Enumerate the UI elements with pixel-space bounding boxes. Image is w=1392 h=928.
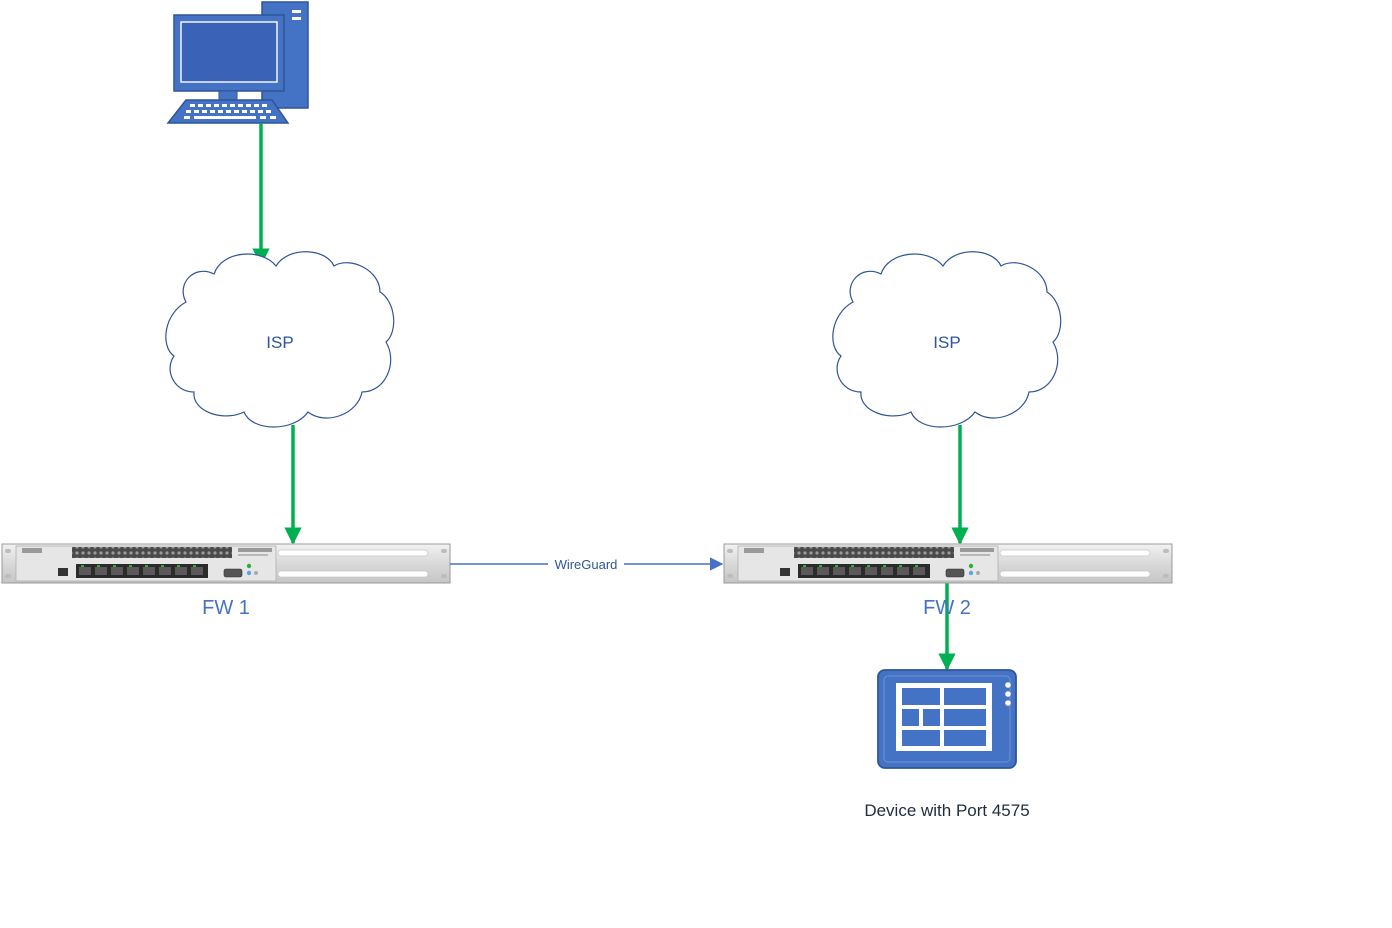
wireguard-link: WireGuard (450, 557, 724, 572)
cloud-icon (165, 251, 395, 428)
device-label: Device with Port 4575 (864, 801, 1029, 820)
isp-label-right: ISP (933, 333, 960, 352)
fw1-router (1, 543, 451, 584)
isp-label-left: ISP (266, 333, 293, 352)
tablet-panel-icon (877, 669, 1017, 769)
desktop-computer-icon (166, 1, 309, 124)
cloud-icon (832, 251, 1062, 428)
fw2-router (723, 543, 1173, 584)
fw1-label: FW 1 (202, 597, 250, 619)
isp-cloud-left: ISP (165, 251, 395, 428)
wireguard-label: WireGuard (555, 557, 618, 572)
isp-cloud-right: ISP (832, 251, 1062, 428)
fw2-label: FW 2 (923, 597, 971, 619)
rack-router-icon (723, 543, 1173, 584)
rack-router-icon (1, 543, 451, 584)
